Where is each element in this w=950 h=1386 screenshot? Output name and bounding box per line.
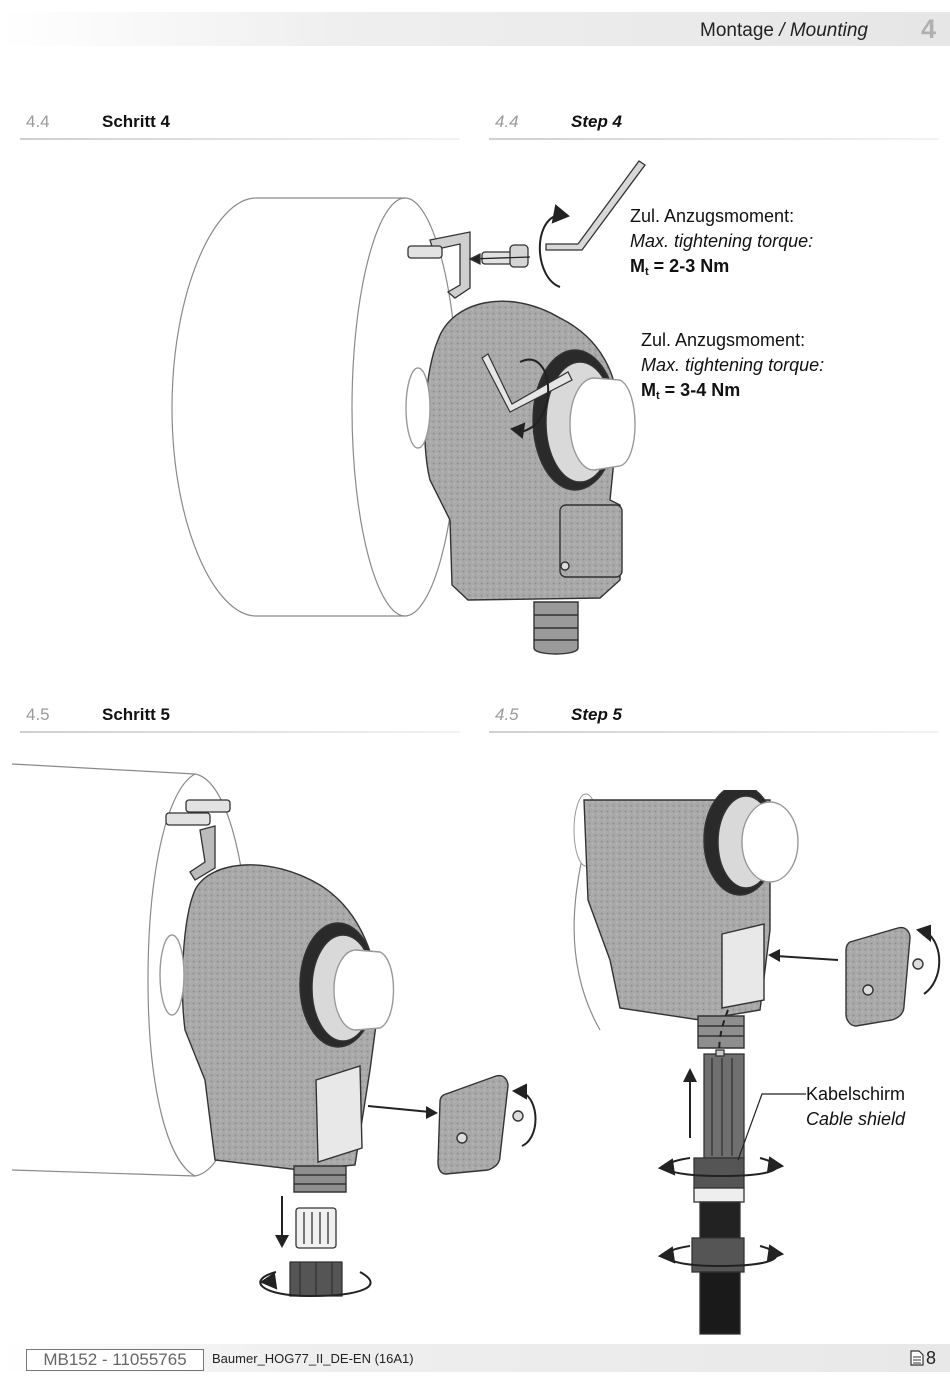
arrow-icon	[275, 1105, 438, 1248]
rotate-arrow-icon	[259, 1271, 372, 1298]
page-header: Montage / Mounting 4	[0, 12, 950, 46]
section-divider	[489, 731, 939, 733]
section-divider	[20, 138, 460, 140]
chapter-number: 4	[920, 14, 936, 44]
step5-right-illustration	[573, 790, 941, 1335]
cable	[691, 1049, 745, 1335]
hex-key-icon	[481, 353, 573, 413]
cover-plate	[845, 926, 924, 1027]
section-heading-4-5-en: 4.5 Step 5	[489, 705, 939, 733]
hex-key-icon	[545, 160, 646, 251]
rotate-arrow-icon	[510, 358, 550, 439]
page-footer: MB152 - 11055765 Baumer_HOG77_II_DE-EN (…	[0, 1344, 950, 1372]
torque-label-bracket: Zul. Anzugsmoment: Max. tightening torqu…	[630, 206, 814, 278]
arrow-icon	[683, 949, 839, 1138]
cable-shield-label: Kabelschirm Cable shield	[806, 1084, 906, 1129]
document-icon	[910, 1350, 924, 1366]
section-heading-4-4-de: 4.4 Schritt 4	[20, 112, 470, 140]
document-number: MB152 - 11055765	[26, 1349, 204, 1371]
rotate-arrow-icon	[657, 1156, 785, 1268]
motor-drum	[171, 197, 459, 617]
encoder-body	[159, 864, 395, 1193]
encoder-body	[583, 790, 799, 1049]
document-name: Baumer_HOG77_II_DE-EN (16A1)	[212, 1351, 414, 1366]
rotate-arrow-icon	[511, 1083, 537, 1147]
encoder-body	[405, 300, 636, 655]
section-heading-4-4-en: 4.4 Step 4	[489, 112, 939, 140]
header-title: Montage / Mounting	[700, 20, 868, 41]
page-number: 8	[910, 1348, 936, 1369]
cover-plate	[437, 1074, 524, 1175]
step5-left-illustration	[11, 763, 537, 1298]
section-heading-4-5-de: 4.5 Schritt 5	[20, 705, 470, 733]
section-divider	[20, 731, 460, 733]
cable-gland	[289, 1207, 343, 1297]
cable-shield-leader	[737, 1093, 806, 1161]
rotate-arrow-icon	[538, 204, 570, 288]
step4-illustration	[171, 160, 646, 655]
rotate-arrow-icon	[915, 924, 941, 995]
torque-label-clamping-ring: Zul. Anzugsmoment: Max. tightening torqu…	[641, 330, 825, 402]
torque-bracket	[165, 799, 231, 881]
section-divider	[489, 138, 939, 140]
torque-bracket	[407, 231, 531, 299]
